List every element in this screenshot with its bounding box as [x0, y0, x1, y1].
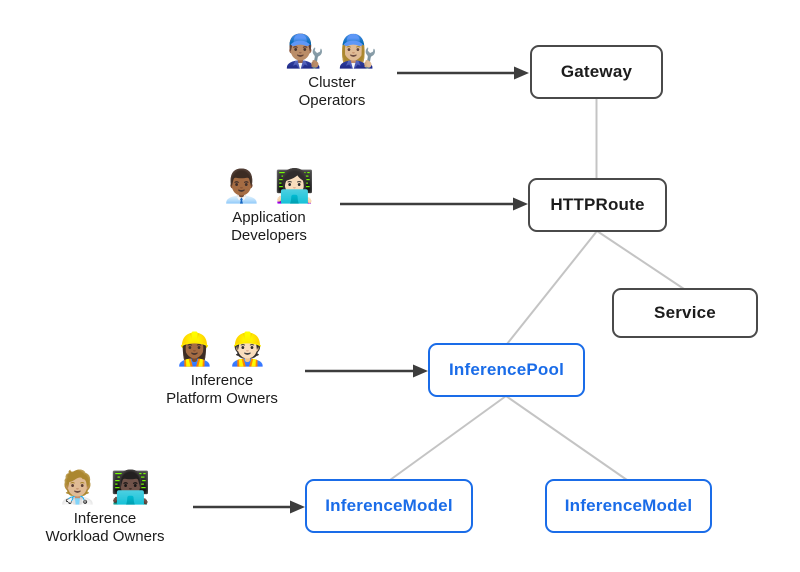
node-inferencemodel-1: InferenceModel	[305, 479, 473, 533]
persona-cluster-operators: 👨🏽‍🔧 👩🏼‍🔧 Cluster Operators	[222, 30, 442, 110]
node-inferencepool: InferencePool	[428, 343, 585, 397]
arrow-application-developers-to-httproute	[340, 197, 528, 211]
persona-label: Inference Workload Owners	[0, 510, 215, 546]
persona-label: Cluster Operators	[222, 74, 442, 110]
application-developers-icon: 👨🏾‍💼 👩🏻‍💻	[221, 168, 317, 204]
persona-label-line2: Developers	[231, 227, 307, 244]
arrow-inference-platform-owners-to-inferencepool	[305, 364, 428, 378]
node-service: Service	[612, 288, 758, 338]
persona-label-line1: Application	[232, 209, 306, 226]
persona-label-line2: Platform Owners	[166, 390, 278, 407]
node-httproute: HTTPRoute	[528, 178, 667, 232]
persona-label: Inference Platform Owners	[112, 372, 332, 408]
persona-label-line1: Cluster	[308, 74, 356, 91]
persona-application-developers: 👨🏾‍💼 👩🏻‍💻 Application Developers	[159, 165, 379, 245]
persona-label: Application Developers	[159, 209, 379, 245]
persona-inference-platform-owners: 👷🏾‍♀️ 👷🏻 Inference Platform Owners	[112, 328, 332, 408]
node-label: Gateway	[560, 62, 633, 81]
node-label: InferenceModel	[564, 496, 693, 515]
persona-label-line2: Operators	[298, 92, 366, 109]
persona-label-line1: Inference	[73, 510, 137, 527]
inference-platform-owners-icon: 👷🏾‍♀️ 👷🏻	[174, 331, 270, 367]
persona-inference-workload-owners: 🧑🏼‍⚕️ 👨🏿‍💻 Inference Workload Owners	[0, 466, 215, 546]
arrow-cluster-operators-to-gateway	[397, 66, 529, 80]
node-inferencemodel-2: InferenceModel	[545, 479, 712, 533]
edge-inferencepool-inferencemodel-1	[389, 395, 507, 481]
node-gateway: Gateway	[530, 45, 663, 99]
node-label: InferencePool	[448, 360, 565, 379]
persona-label-line1: Inference	[190, 372, 254, 389]
edge-inferencepool-inferencemodel-2	[505, 395, 628, 481]
node-label: InferenceModel	[325, 496, 453, 515]
edge-httproute-service	[596, 230, 685, 290]
node-label: Service	[654, 303, 716, 322]
cluster-operators-icon: 👨🏽‍🔧 👩🏼‍🔧	[284, 33, 380, 69]
edge-httproute-inferencepool	[506, 230, 598, 345]
arrow-inference-workload-owners-to-inferencemodel	[193, 500, 305, 514]
inference-workload-owners-icon: 🧑🏼‍⚕️ 👨🏿‍💻	[57, 469, 153, 505]
persona-label-line2: Workload Owners	[45, 528, 165, 545]
node-label: HTTPRoute	[550, 195, 645, 214]
